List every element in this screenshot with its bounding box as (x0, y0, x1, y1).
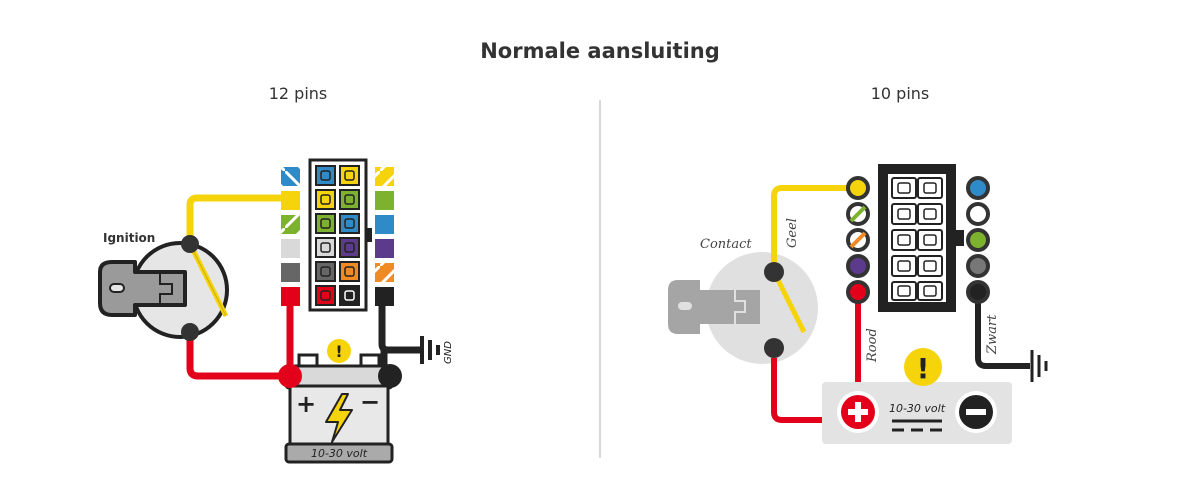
zwart-label: Zwart (985, 314, 1000, 355)
connector-12-pin-icon (308, 158, 372, 312)
minus-terminal-icon (955, 391, 997, 433)
pin-green (966, 228, 990, 252)
red-wire (186, 296, 294, 380)
pin-green (375, 191, 394, 210)
right-diagram: Contact Geel Rood Zwart (668, 164, 1048, 444)
warning-icon-right: ! (904, 348, 942, 386)
contact-key-icon (668, 252, 818, 364)
warning-symbol-right: ! (917, 352, 930, 385)
ground-icon-right (1030, 350, 1048, 382)
pin-darkgray (281, 263, 300, 282)
ignition-key-icon (98, 235, 229, 341)
pin-lightgray (281, 239, 300, 258)
ground-icon (420, 336, 440, 364)
battery-plus-terminal (278, 364, 302, 388)
battery-voltage-label: 10-30 volt (311, 447, 368, 460)
pin-darkgray (966, 254, 990, 278)
battery-voltage-label-right: 10-30 volt (889, 402, 946, 415)
battery-box: 10-30 volt (822, 382, 1012, 444)
warning-icon: ! (327, 339, 351, 363)
yellow-wire (186, 194, 290, 244)
pin-yellow-striped (375, 167, 394, 186)
left-pin-column (281, 167, 300, 306)
geel-label: Geel (785, 218, 800, 248)
contact-label: Contact (700, 237, 752, 252)
rood-label: Rood (865, 328, 880, 363)
page-title: Normale aansluiting (480, 39, 720, 63)
plus-terminal-icon (837, 391, 879, 433)
pin-red (281, 287, 300, 306)
lightning-icon (325, 393, 353, 443)
battery-minus-terminal (378, 364, 402, 388)
zwart-wire (975, 292, 1030, 369)
pin-blue (966, 176, 990, 200)
pin-orange-striped (375, 263, 394, 282)
pin-black (966, 280, 990, 304)
warning-symbol: ! (335, 342, 342, 361)
pin-blue-striped (281, 167, 300, 186)
right-subtitle: 10 pins (871, 84, 930, 103)
dc-symbol-icon (892, 419, 942, 432)
gnd-label: GND (443, 341, 454, 364)
geel-wire (771, 185, 848, 262)
right-left-pin-column (846, 176, 870, 304)
pin-white (966, 202, 990, 226)
battery-icon: + − 10-30 volt (284, 353, 394, 464)
left-diagram: GND Ignition (98, 158, 454, 464)
pin-blue (375, 215, 394, 234)
pin-yellow (281, 191, 300, 210)
pin-purple (846, 254, 870, 278)
connector-10-pin-icon (878, 164, 964, 312)
pin-purple (375, 239, 394, 258)
pin-black (375, 287, 394, 306)
battery-plus-sign: + (296, 390, 316, 418)
pin-yellow (846, 176, 870, 200)
left-subtitle: 12 pins (269, 84, 328, 103)
ignition-label: Ignition (103, 231, 155, 245)
gnd-wire (378, 298, 420, 354)
right-right-pin-column (966, 176, 990, 304)
pin-red (846, 280, 870, 304)
right-pin-column (375, 167, 394, 306)
battery-minus-sign: − (360, 388, 380, 416)
pin-green-striped (281, 215, 300, 234)
